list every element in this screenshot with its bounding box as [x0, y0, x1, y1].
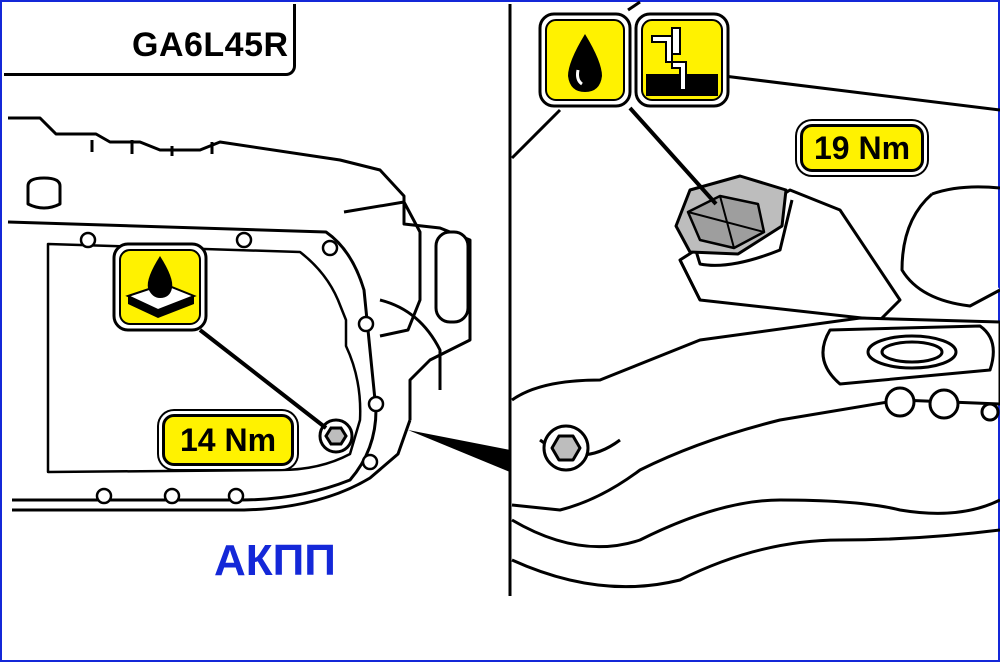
model-code: GA6L45R [132, 26, 289, 64]
torque-badge-right: 19 Nm [800, 124, 924, 172]
oil-pan-fluid-icon [112, 242, 208, 332]
leader-right [628, 106, 718, 206]
leader-left [198, 328, 328, 430]
pan-bolts [79, 231, 385, 505]
caption-akpp: АКПП [214, 536, 336, 585]
zoom-wedge [408, 430, 510, 472]
drain-plug-left [318, 418, 354, 454]
torque-badge-left: 14 Nm [162, 414, 294, 466]
fluid-level-check-icon [634, 12, 730, 108]
model-label-box: GA6L45R [4, 4, 296, 76]
closeup-view [510, 0, 1000, 589]
fluid-drop-icon [538, 12, 632, 108]
